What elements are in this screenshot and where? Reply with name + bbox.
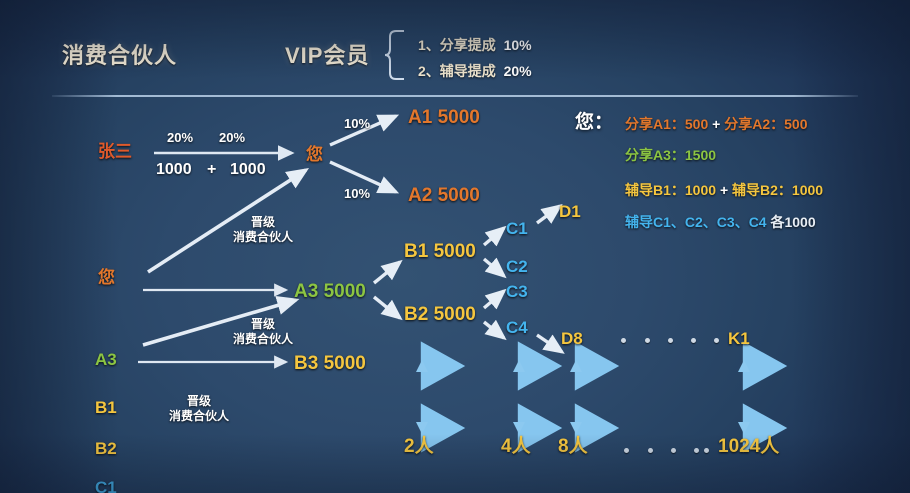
count-label-8: 8人: [558, 436, 588, 457]
node-b2-left: B2: [95, 439, 117, 458]
legend-plus-2: +: [719, 182, 729, 198]
legend-coach-b1: 辅导B1：1000: [625, 182, 717, 198]
node-a3-5000: A3 5000: [294, 281, 366, 302]
legend-row-coach-c: 辅导C1、C2、C3、C4 各1000: [625, 215, 816, 229]
upgrade-label-1-line2: 消费合伙人: [232, 229, 293, 244]
node-b2-5000: B2 5000: [404, 304, 476, 325]
rule-1-name: 分享提成: [439, 37, 496, 53]
legend-share-a3: 分享A3：1500: [625, 147, 717, 163]
plus-left: +: [207, 161, 217, 178]
pct-a1: 10%: [344, 116, 371, 131]
node-c1-left: C1: [95, 478, 117, 493]
node-c4: C4: [506, 318, 528, 337]
legend-share-a2: 分享A2：500: [724, 116, 808, 132]
rule-2-value: 20%: [503, 63, 532, 79]
ellipsis-dot: [704, 448, 709, 453]
legend-row-share-a3: 分享A3：1500: [625, 148, 716, 162]
page-title-vip: VIP会员: [285, 43, 370, 68]
ellipsis-dot: [648, 448, 653, 453]
node-k1: K1: [728, 329, 750, 348]
legend-row-share-a: 分享A1：500 + 分享A2：500: [625, 117, 808, 131]
node-b3-5000: B3 5000: [294, 353, 366, 374]
node-c2: C2: [506, 257, 528, 276]
ellipsis-dot: [621, 338, 626, 343]
rule-2-index: 2、: [418, 63, 440, 79]
pct-left-1: 20%: [167, 130, 194, 145]
count-label-4: 4人: [501, 436, 531, 457]
node-zhangsan: 张三: [98, 142, 132, 161]
node-b1-left: B1: [95, 398, 117, 417]
pct-a2: 10%: [344, 186, 371, 201]
upgrade-label-2-line2: 消费合伙人: [232, 331, 293, 346]
rule-1-value: 10%: [503, 37, 532, 53]
node-c3: C3: [506, 282, 528, 301]
ellipsis-dot: [691, 338, 696, 343]
node-d1: D1: [559, 202, 581, 221]
count-label-2: 2人: [404, 436, 434, 457]
amount-left-2: 1000: [230, 161, 266, 178]
pct-left-2: 20%: [219, 130, 246, 145]
header-divider: [52, 95, 858, 97]
legend-coach-c-amount: 各1000: [770, 214, 816, 230]
upgrade-label-1-line1: 晋级: [250, 215, 275, 229]
node-c1: C1: [506, 219, 528, 238]
legend-coach-c-list: 辅导C1、C2、C3、C4: [625, 214, 771, 230]
legend-row-coach-b: 辅导B1：1000 + 辅导B2：1000: [625, 183, 823, 197]
legend-you-label: 您：: [575, 112, 614, 133]
upgrade-label-3: 晋级 消费合伙人: [155, 394, 243, 423]
ellipsis-dot: [671, 448, 676, 453]
node-you-top: 您: [306, 145, 323, 164]
node-a1: A1 5000: [408, 107, 480, 128]
node-a2: A2 5000: [408, 185, 480, 206]
rule-row-2: 2、辅导提成 20%: [418, 64, 532, 78]
rule-row-1: 1、分享提成 10%: [418, 38, 532, 52]
upgrade-label-1: 晋级 消费合伙人: [219, 215, 307, 244]
ellipsis-dot: [714, 338, 719, 343]
legend-plus-1: +: [712, 116, 721, 132]
ellipsis-dot: [668, 338, 673, 343]
legend-share-a1: 分享A1：500: [625, 116, 709, 132]
upgrade-label-3-line1: 晋级: [186, 394, 211, 408]
amount-left-1: 1000: [156, 161, 192, 178]
rule-2-name: 辅导提成: [439, 63, 496, 79]
count-label-1024: 1024人: [718, 436, 780, 457]
ellipsis-dot: [624, 448, 629, 453]
upgrade-label-3-line2: 消费合伙人: [168, 408, 229, 423]
node-you-mid: 您: [98, 268, 115, 287]
ellipsis-dot: [694, 448, 699, 453]
rule-1-index: 1、: [418, 37, 440, 53]
upgrade-label-2-line1: 晋级: [250, 317, 275, 331]
node-a3: A3: [95, 350, 117, 369]
legend-coach-b2: 辅导B2：1000: [732, 182, 824, 198]
node-d8: D8: [561, 329, 583, 348]
upgrade-label-2: 晋级 消费合伙人: [219, 317, 307, 346]
page-title-partner: 消费合伙人: [62, 43, 178, 68]
ellipsis-dot: [645, 338, 650, 343]
node-b1-5000: B1 5000: [404, 241, 476, 262]
